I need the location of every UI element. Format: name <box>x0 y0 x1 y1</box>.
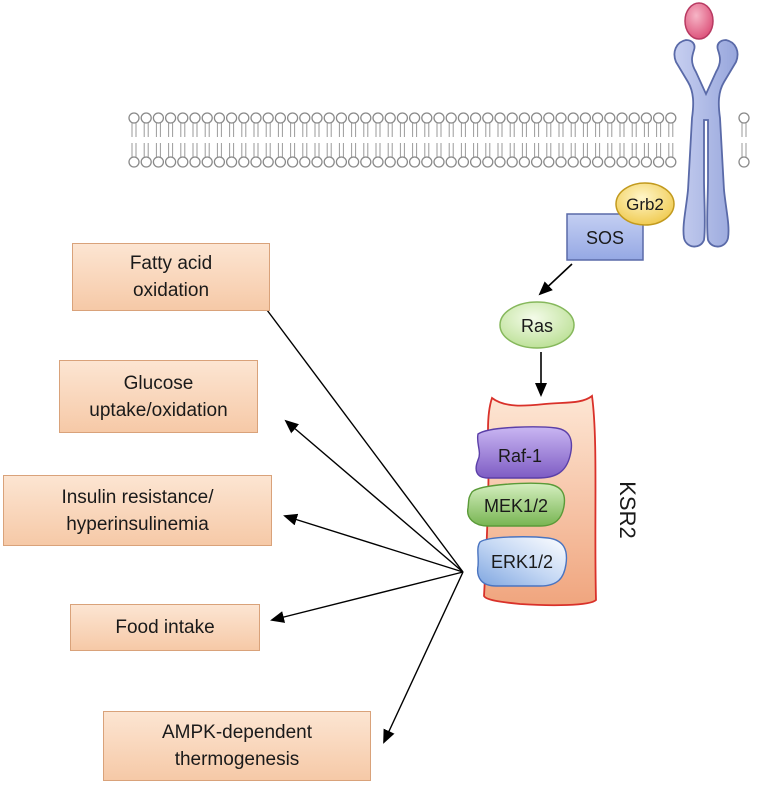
lipid-bilayer-membrane <box>128 112 750 168</box>
grb2-protein: Grb2 <box>615 182 675 226</box>
ras-label: Ras <box>521 316 553 336</box>
output-arrows <box>256 296 464 744</box>
ligand <box>684 2 714 40</box>
arrow-to-ampk <box>383 571 464 744</box>
grb2-label: Grb2 <box>626 195 664 214</box>
raf1-label: Raf-1 <box>498 446 542 466</box>
raf1-protein: Raf-1 <box>475 426 573 479</box>
sos-to-ras-arrow <box>538 263 573 296</box>
erk-protein: ERK1/2 <box>476 536 568 587</box>
sos-protein: SOS <box>566 213 644 261</box>
ras-shape <box>499 301 575 349</box>
ksr2-label: KSR2 <box>615 481 640 538</box>
arrow-to-insulin <box>283 513 464 573</box>
mek-protein: MEK1/2 <box>467 482 566 527</box>
receptor-body <box>673 39 739 248</box>
raf1-shape <box>475 426 573 479</box>
receptor-tyrosine-kinase <box>673 2 739 248</box>
arrow-to-glucose <box>284 419 464 573</box>
outcome-ampk-thermogenesis: AMPK-dependent thermogenesis <box>103 711 371 781</box>
mek-label: MEK1/2 <box>484 496 548 516</box>
erk-label: ERK1/2 <box>491 552 553 572</box>
outcome-food-intake: Food intake <box>70 604 260 651</box>
arrow-to-food-intake <box>270 571 464 623</box>
mek-shape <box>467 482 566 527</box>
ras-protein: Ras <box>499 301 575 349</box>
sos-label: SOS <box>586 228 624 248</box>
outcome-insulin-resistance: Insulin resistance/ hyperinsulinemia <box>3 475 272 546</box>
outcome-fatty-acid-oxidation: Fatty acid oxidation <box>72 243 270 311</box>
erk-shape <box>476 536 568 587</box>
arrow-to-fatty-acid <box>256 296 464 573</box>
grb2-shape <box>615 182 675 226</box>
outcome-glucose-uptake: Glucose uptake/oxidation <box>59 360 258 433</box>
